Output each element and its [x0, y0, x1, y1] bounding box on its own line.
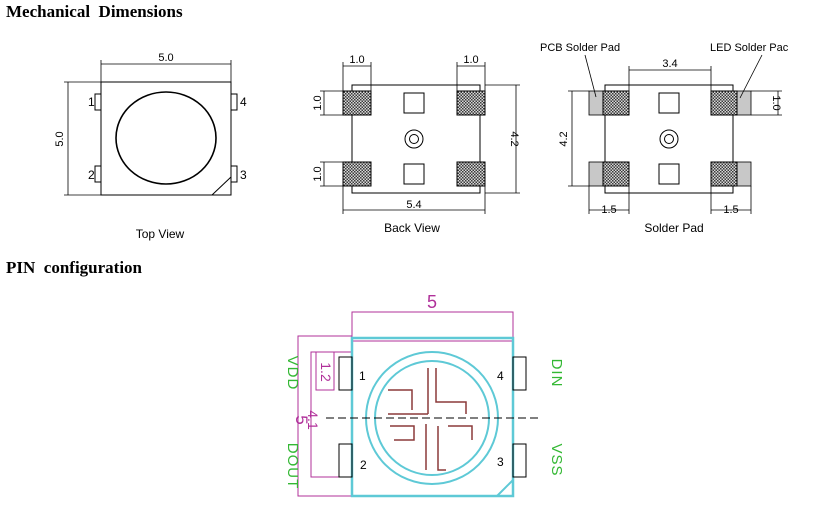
vss-signal-label: VSS	[548, 443, 565, 476]
pin-config-pad-4	[512, 356, 527, 391]
pin-config-body	[350, 336, 515, 498]
mechanical-dimensions-heading: Mechanical Dimensions	[6, 2, 183, 21]
vdd-signal-label: VDD	[284, 356, 301, 391]
top-view-pin-1-label: 1	[88, 95, 95, 109]
pin-config-width-label: 5	[427, 292, 437, 312]
top-view-height-label: 5.0	[54, 131, 66, 146]
solder-pad-caption: Solder Pad	[644, 221, 703, 235]
solder-pad-drawing	[568, 54, 782, 214]
solder-pad-left-width-label: 1.5	[601, 204, 616, 216]
back-view-width-label: 5.4	[406, 199, 421, 211]
back-view-pad-height-top-label: 1.0	[312, 95, 324, 110]
back-view-pad-width-right-label: 1.0	[463, 54, 478, 66]
top-view-pin-3-label: 3	[240, 168, 247, 182]
solder-pad-led-bottom-left	[602, 161, 630, 187]
pin-config-pitch-label: 4.1	[305, 410, 321, 430]
pin-config-pad-height-label: 1.2	[318, 362, 334, 382]
back-view-drawing	[320, 62, 520, 214]
back-view-body	[351, 84, 481, 194]
pin-configuration-drawing	[297, 311, 540, 498]
back-view-caption: Back View	[384, 221, 440, 235]
top-view-pin-3-lead	[230, 165, 238, 183]
pin-config-pad-2	[338, 443, 353, 478]
pin-config-height-label: 5	[292, 415, 311, 424]
solder-pad-led-top-left	[602, 90, 630, 116]
top-view-pin-1-lead	[94, 93, 102, 111]
top-view-caption: Top View	[136, 227, 185, 241]
top-view-drawing	[64, 60, 238, 196]
top-view-lens	[115, 91, 217, 185]
back-view-pad-bottom-right	[456, 161, 486, 187]
pin-config-pin-3-label: 3	[497, 455, 504, 469]
solder-pad-spacing-label: 3.4	[662, 58, 677, 70]
solder-pad-led-top-right	[710, 90, 738, 116]
dout-signal-label: DOUT	[284, 443, 301, 490]
solder-pad-right-pad-height-label: 1.0	[770, 95, 782, 110]
pin-config-pin-2-label: 2	[360, 458, 367, 472]
solder-pad-body	[604, 84, 734, 194]
din-signal-label: DIN	[548, 359, 565, 388]
top-view-pin-4-label: 4	[240, 95, 247, 109]
solder-pad-height-label: 4.2	[558, 131, 570, 146]
back-view-pad-bottom-left	[342, 161, 372, 187]
back-view-pad-top-left	[342, 90, 372, 116]
solder-pad-right-width-label: 1.5	[723, 204, 738, 216]
back-view-pad-top-right	[456, 90, 486, 116]
top-view-width-label: 5.0	[158, 52, 173, 64]
pin-config-pad-3	[512, 443, 527, 478]
top-view-body	[100, 81, 232, 196]
pin-config-pin-1-label: 1	[359, 369, 366, 383]
pin-config-pin-4-label: 4	[497, 369, 504, 383]
back-view-pad-width-left-label: 1.0	[349, 54, 364, 66]
back-view-height-label: 4.2	[508, 131, 520, 146]
solder-pad-led-bottom-right	[710, 161, 738, 187]
pin-config-pad-1	[338, 356, 353, 391]
pin-configuration-heading: PIN configuration	[6, 258, 142, 277]
top-view-pin-2-lead	[94, 165, 102, 183]
led-solder-pad-label: LED Solder Pac	[710, 42, 789, 54]
pin-config-lens-outer	[365, 351, 499, 485]
pcb-solder-pad-label: PCB Solder Pad	[540, 42, 620, 54]
top-view-pin-4-lead	[230, 93, 238, 111]
top-view-pin-2-label: 2	[88, 168, 95, 182]
back-view-pad-height-bottom-label: 1.0	[312, 166, 324, 181]
